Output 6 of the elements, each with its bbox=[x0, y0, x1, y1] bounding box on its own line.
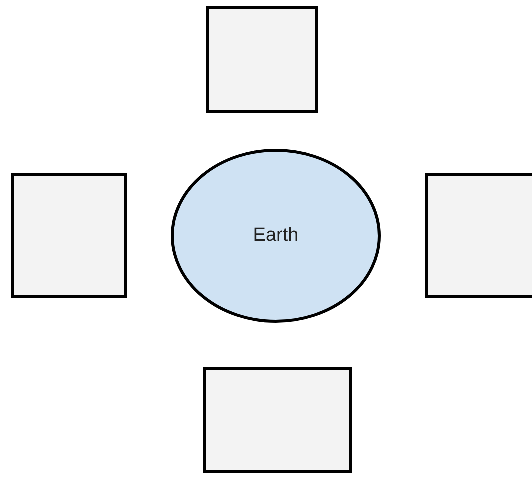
earth-ellipse bbox=[171, 149, 381, 323]
empty-box bbox=[11, 173, 127, 298]
empty-box bbox=[203, 367, 352, 473]
node-label: Earth bbox=[253, 225, 299, 247]
empty-box bbox=[425, 173, 532, 298]
empty-box bbox=[206, 6, 318, 113]
